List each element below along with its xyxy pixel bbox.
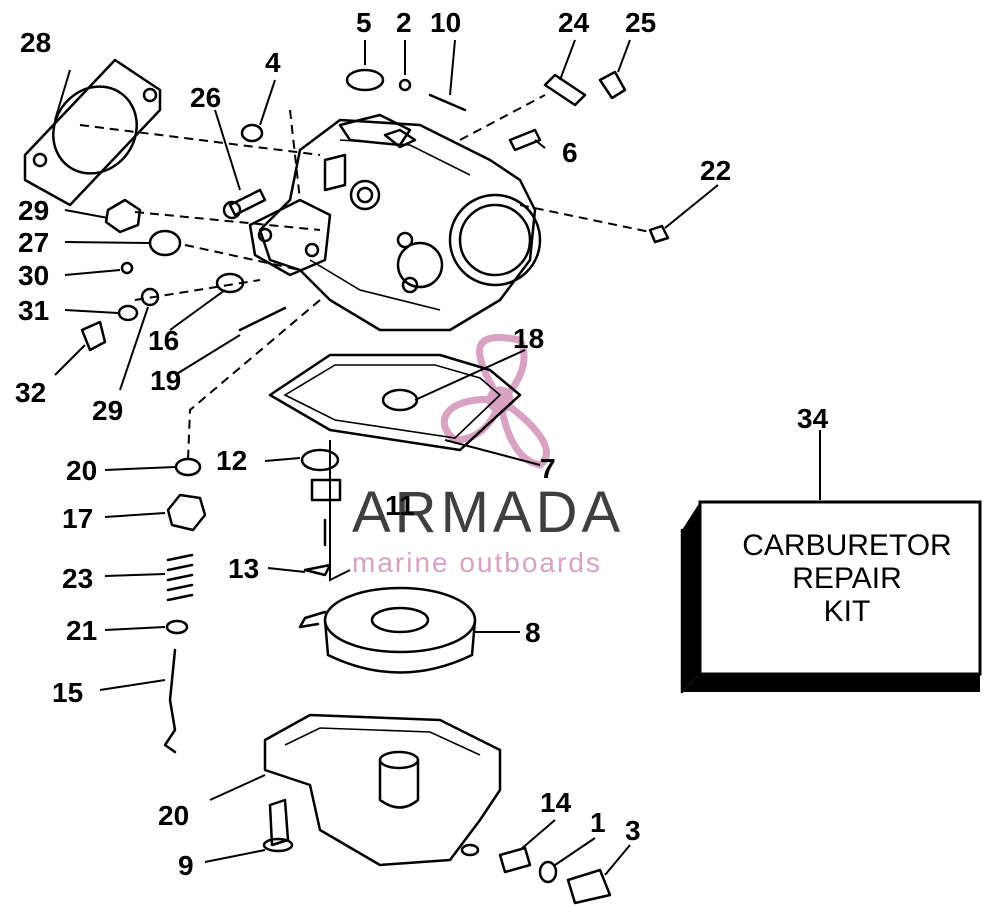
part-label: 22	[700, 155, 731, 186]
watermark-brand: ARMADA	[352, 480, 624, 545]
part-label: 21	[66, 615, 97, 646]
carburetor-body	[258, 113, 542, 332]
part-label: 8	[525, 617, 541, 648]
leader-lines	[54, 39, 821, 876]
flange-gasket	[23, 58, 162, 207]
part-label: 29	[18, 195, 49, 226]
part-label: 4	[265, 47, 281, 78]
part-label: 23	[62, 563, 93, 594]
part-label: 29	[92, 395, 123, 426]
part-label: 2	[396, 7, 412, 38]
part-label: 9	[178, 850, 194, 881]
part-label: 20	[158, 800, 189, 831]
part-label: 5	[356, 7, 372, 38]
part-label: 11	[385, 490, 415, 521]
part-label: 13	[228, 553, 259, 584]
float-bowl	[263, 713, 502, 867]
part-label: 25	[625, 7, 656, 38]
part-label: 19	[150, 365, 181, 396]
part-label: 27	[18, 227, 49, 258]
kit-line-2: REPAIR	[792, 562, 901, 595]
watermark-tagline: marine outboards	[352, 547, 602, 578]
part-label: 31	[18, 295, 49, 326]
repair-kit-box	[680, 500, 982, 694]
float	[298, 586, 477, 674]
part-label: 15	[52, 677, 83, 708]
part-label: 26	[190, 82, 221, 113]
assembly-lines	[79, 94, 651, 461]
part-label: 24	[558, 7, 590, 38]
part-label: 34	[797, 403, 829, 434]
part-label: 3	[625, 815, 641, 846]
part-label: 14	[540, 787, 572, 818]
part-label: 12	[216, 445, 247, 476]
kit-line-1: CARBURETOR	[742, 529, 951, 562]
part-label: 10	[430, 7, 461, 38]
part-label: 20	[66, 455, 97, 486]
part-numbers: 28 26 4 5 2 10 24 25 6 22 29 27 30 31 32…	[15, 7, 829, 881]
part-label: 18	[513, 323, 544, 354]
part-label: 30	[18, 260, 49, 291]
part-label: 6	[562, 137, 578, 168]
part-label: 32	[15, 377, 46, 408]
float-bowl-gasket	[268, 353, 522, 452]
watermark: ARMADA marine outboards	[352, 480, 624, 578]
part-label: 17	[62, 503, 93, 534]
repair-kit-label: CARBURETOR REPAIR KIT	[742, 529, 951, 628]
watermark-propeller-icon	[440, 334, 550, 469]
part-label: 16	[148, 325, 179, 356]
part-label: 1	[590, 807, 606, 838]
part-label: 7	[540, 453, 556, 484]
part-label: 28	[20, 27, 51, 58]
kit-line-3: KIT	[824, 595, 871, 628]
